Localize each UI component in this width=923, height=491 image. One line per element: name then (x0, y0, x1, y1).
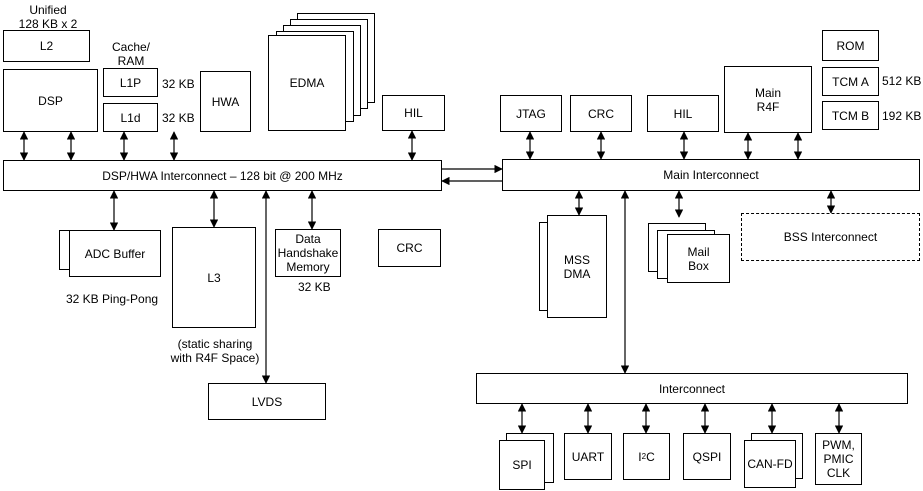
data-handshake-memory-block: Data Handshake Memory (275, 229, 341, 277)
dhm-size-label: 32 KB (298, 280, 331, 294)
cache-ram-label: Cache/ RAM (111, 40, 151, 68)
adc-buffer-note: 32 KB Ping-Pong (66, 292, 159, 306)
main-r4f-block: Main R4F (724, 66, 812, 133)
l1p-block: L1P (103, 68, 158, 97)
mailbox-block: Mail Box (667, 234, 730, 283)
l3-note: (static sharing with R4F Space) (170, 337, 260, 365)
tcm-b-size-label: 192 KB (882, 109, 922, 123)
lvds-block: LVDS (208, 383, 326, 420)
l2-block: L2 (3, 30, 90, 62)
crc-dsp-block: CRC (378, 229, 441, 267)
hwa-block: HWA (200, 71, 251, 132)
l1d-block: L1d (103, 103, 158, 132)
l2-size-label: Unified 128 KB x 2 (18, 3, 78, 31)
dsp-block: DSP (3, 69, 98, 132)
i2c-label-c: C (646, 449, 655, 464)
peripheral-interconnect: Interconnect (476, 373, 908, 404)
edma-block: EDMA (268, 35, 346, 131)
main-interconnect: Main Interconnect (502, 159, 920, 191)
hil-main-block: HIL (647, 95, 719, 132)
dsp-hwa-interconnect: DSP/HWA Interconnect – 128 bit @ 200 MHz (3, 160, 442, 191)
bss-interconnect: BSS Interconnect (741, 213, 920, 261)
canfd-block: CAN-FD (744, 440, 796, 488)
jtag-block: JTAG (500, 95, 562, 132)
tcm-a-size-label: 512 KB (882, 74, 922, 88)
l1p-size-label: 32 KB (162, 77, 195, 91)
qspi-block: QSPI (683, 433, 731, 480)
spi-block: SPI (499, 440, 545, 490)
hil-dsp-block: HIL (382, 95, 445, 131)
pwm-pmic-clk-block: PWM, PMIC CLK (815, 433, 862, 485)
crc-main-block: CRC (570, 95, 632, 132)
i2c-label-i: I (638, 449, 642, 464)
rom-block: ROM (822, 30, 879, 61)
adc-buffer-block: ADC Buffer (69, 230, 161, 277)
l1d-size-label: 32 KB (162, 111, 195, 125)
mss-dma-block: MSS DMA (547, 215, 607, 318)
l3-block: L3 (172, 227, 256, 328)
uart-block: UART (564, 433, 612, 480)
tcm-b-block: TCM B (822, 101, 879, 130)
tcm-a-block: TCM A (822, 67, 879, 96)
